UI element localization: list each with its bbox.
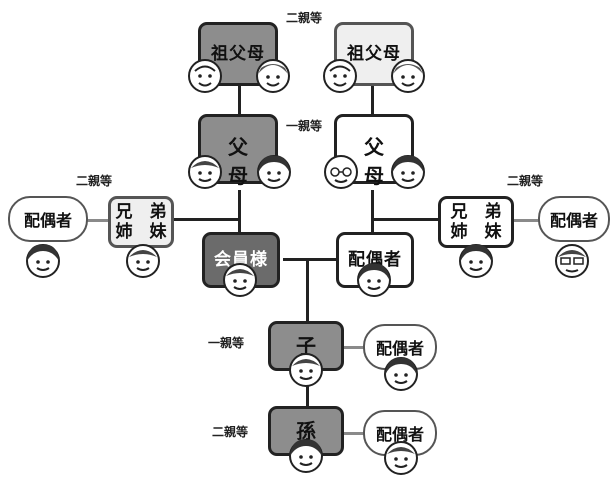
connector-spouse-grandchild [343,432,365,435]
connector-gp-right-to-parent [371,86,374,118]
node-label: 配偶者 [375,339,424,358]
mother-face-icon [391,155,425,189]
member-face-icon [223,263,257,297]
node-label: 配偶者 [23,211,72,230]
sibling-face-icon [126,244,160,278]
grandchild-face-icon [289,439,323,473]
sibling-spouse-face-icon [26,244,60,278]
connector-parent-left-down [238,190,241,260]
node-label-line2: 姉 妹 [450,222,502,242]
connector-child-to-grandchild [306,374,309,408]
node-label: 配偶者 [375,425,424,444]
connector-marriage [283,258,339,261]
grandmother-face-icon [391,59,425,93]
node-spouse-child: 配偶者 [363,324,437,370]
grandfather-face-icon [323,59,357,93]
node-label: 配偶者 [549,211,598,230]
node-siblings-left: 兄 弟 姉 妹 [108,196,174,248]
node-label: 配偶者 [348,250,402,270]
connector-parent-right-down [371,190,374,260]
connector-spouse-sibling-left [84,219,110,222]
degree-label-grandchild: 二親等 [212,425,249,439]
connector-to-child [306,259,309,323]
node-label-line2: 姉 妹 [115,222,167,242]
node-label: 祖父母 [211,44,265,64]
grandchild-spouse-face-icon [384,441,418,475]
connector-spouse-child [343,346,365,349]
node-grandparents-left: 祖父母 [198,22,278,86]
node-label: 孫 [296,419,316,443]
father-glasses-face-icon [324,155,358,189]
node-label: 会員様 [214,250,268,270]
grandmother-face-icon [256,59,290,93]
child-spouse-face-icon [384,357,418,391]
node-spouse-sibling-right: 配偶者 [538,196,610,242]
connector-spouse-sibling-right [513,219,541,222]
grandfather-face-icon [188,59,222,93]
spouse-face-icon [357,263,391,297]
connector-gp-left-to-parent [238,86,241,118]
node-label-line1: 兄 弟 [450,202,502,222]
degree-label-parents: 一親等 [286,119,323,133]
sibling-face-icon [459,244,493,278]
connector-sibling-left [165,218,239,221]
node-label: 祖父母 [347,44,401,64]
mother-face-icon [257,155,291,189]
node-label: 父 母 [228,135,258,188]
degree-label-grandparents: 二親等 [286,11,323,25]
degree-label-siblings-left: 二親等 [76,174,113,188]
node-label-line1: 兄 弟 [115,202,167,222]
degree-label-siblings-right: 二親等 [507,174,544,188]
degree-label-child: 一親等 [208,336,245,350]
child-face-icon [289,353,323,387]
node-label: 子 [296,334,316,358]
sibling-spouse-glasses-face-icon [555,244,589,278]
connector-sibling-right [372,218,438,221]
node-spouse-sibling-left: 配偶者 [8,196,88,242]
father-face-icon [188,155,222,189]
node-label: 父 母 [364,135,394,188]
node-siblings-right: 兄 弟 姉 妹 [438,196,514,248]
